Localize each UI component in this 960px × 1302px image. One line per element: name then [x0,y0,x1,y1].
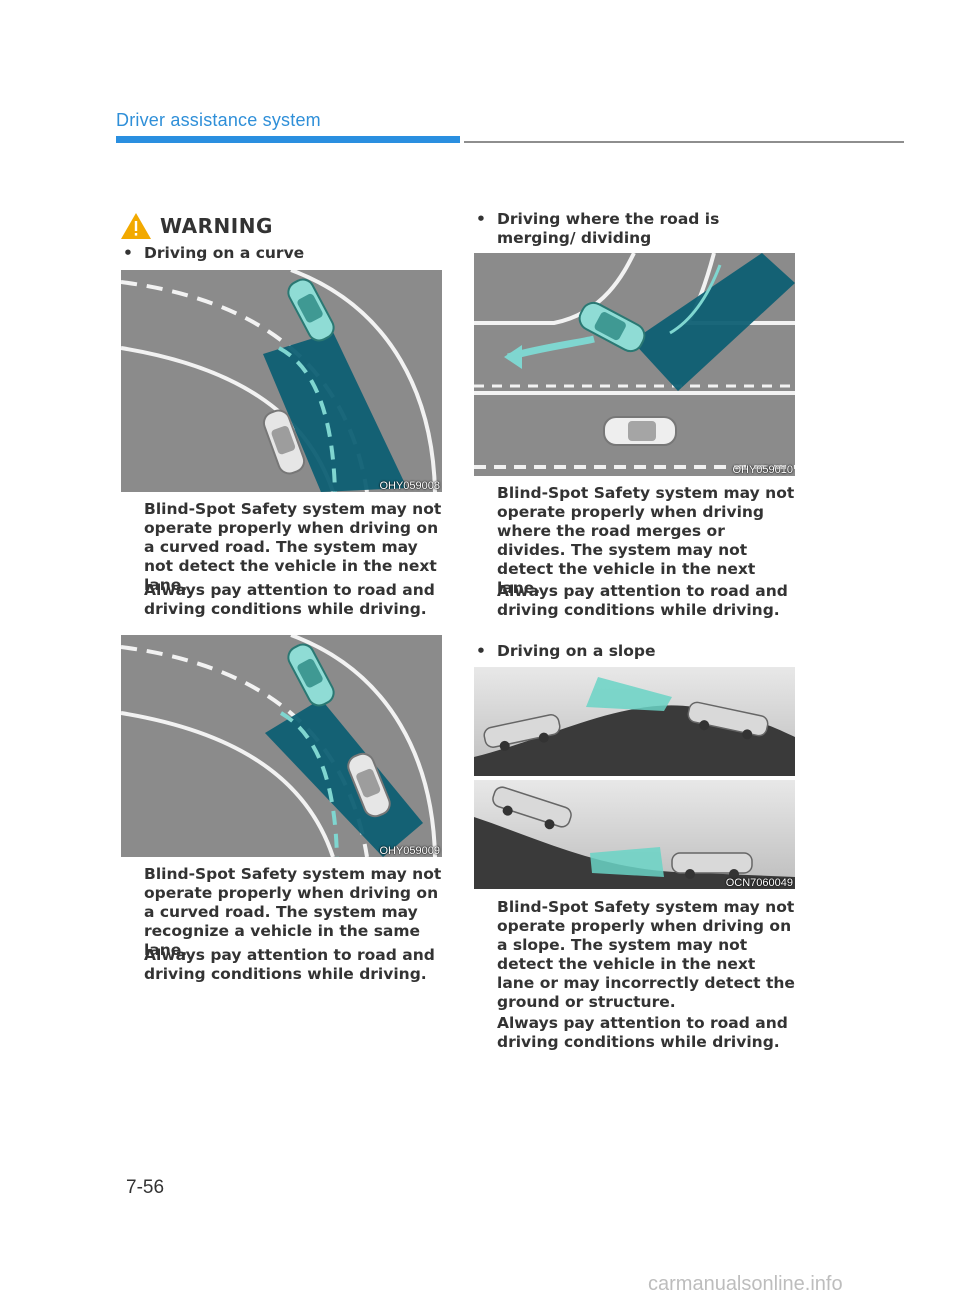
curve-road-illustration [121,635,442,857]
bullet-slope: • Driving on a slope [476,642,797,661]
bullet-merging: • Driving where the road is merging/ div… [476,210,797,248]
merging-road-illustration [474,253,795,476]
header-divider [464,141,904,143]
bullet-dot: • [123,244,133,262]
bullet-curve: • Driving on a curve [123,244,444,263]
warning-triangle-icon [121,213,151,239]
figure-slope: OCN7060049 [474,667,795,889]
figure4-paragraph-1: Blind-Spot Safety system may not operate… [497,898,795,1011]
watermark: carmanualsonline.info [648,1273,843,1295]
curve-road-illustration [121,270,442,492]
figure-code: OHY059010 [732,464,793,476]
slope-illustration [474,667,795,889]
figure-merging-road: OHY059010 [474,253,795,476]
figure4-paragraph-2: Always pay attention to road and driving… [497,1014,788,1051]
figure2-paragraph-1: Blind-Spot Safety system may not operate… [144,865,442,959]
bullet-curve-text: Driving on a curve [144,244,305,262]
bullet-slope-text: Driving on a slope [497,642,656,660]
figure-code: OHY059009 [379,845,440,857]
section-title: Driver assistance system [116,110,321,130]
figure3-paragraph-1: Blind-Spot Safety system may not operate… [497,484,795,597]
bullet-merging-text: Driving where the road is merging/ divid… [497,210,720,247]
figure1-paragraph-1: Blind-Spot Safety system may not operate… [144,500,442,594]
bullet-dot: • [476,642,486,660]
bullet-dot: • [476,210,486,228]
page-number: 7-56 [126,1177,165,1198]
figure-curve-next-lane: OHY059008 [121,270,442,492]
figure3-paragraph-2: Always pay attention to road and driving… [497,582,788,619]
figure2-paragraph-2: Always pay attention to road and driving… [144,946,435,983]
header-accent-bar [116,136,460,143]
warning-label: WARNING [160,214,273,238]
figure-code: OHY059008 [379,480,440,492]
figure1-paragraph-2: Always pay attention to road and driving… [144,581,435,618]
figure-code: OCN7060049 [725,877,793,889]
warning-heading: WARNING [120,212,273,240]
figure-curve-same-lane: OHY059009 [121,635,442,857]
